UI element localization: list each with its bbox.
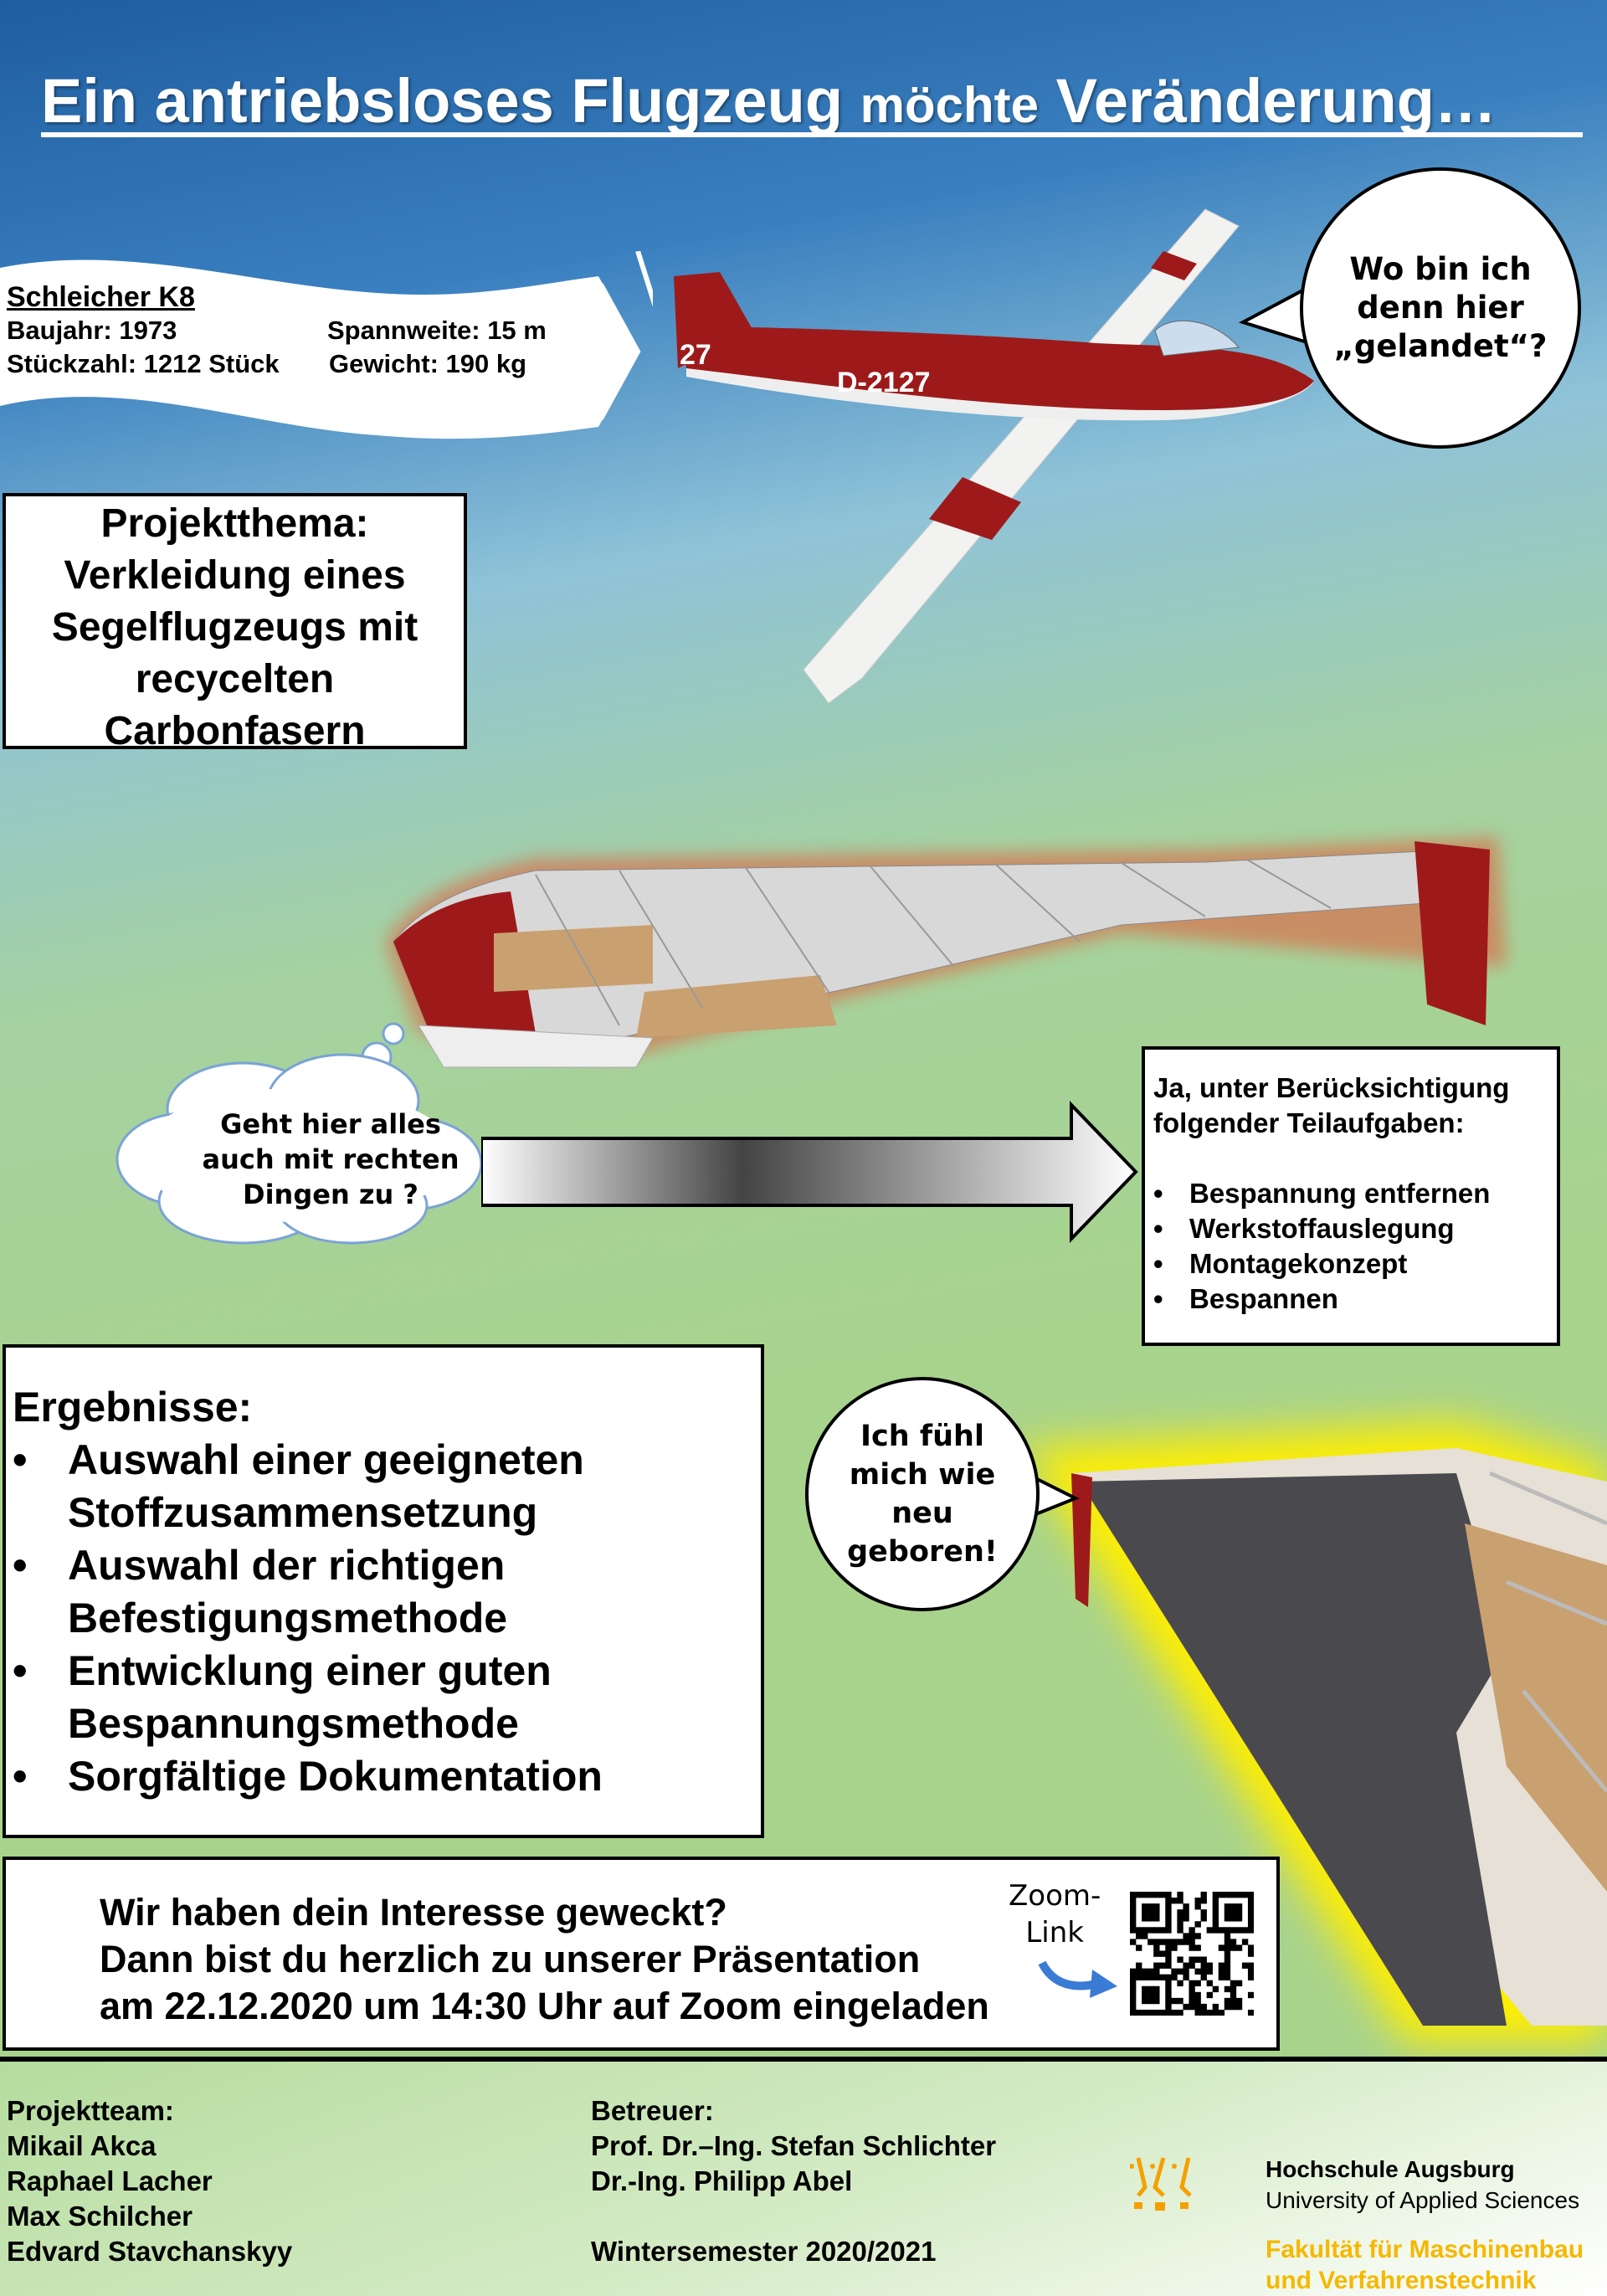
bubble-line: „gelandet“? (1333, 328, 1548, 364)
invitation-box: Wir haben dein Interesse geweckt? Dann b… (3, 1857, 1280, 2051)
supervisor: Dr.-Ing. Philipp Abel (591, 2165, 853, 2196)
covered-fuselage-image (1021, 1423, 1607, 2042)
uni-name: Hochschule Augsburg (1266, 2156, 1515, 2182)
thought-line: auch mit rechten (202, 1143, 460, 1175)
curved-arrow-icon (1038, 1960, 1117, 1998)
results-box: Ergebnisse: Auswahl einer geeigneten Sto… (3, 1344, 764, 1838)
topic-line: Segelflugzeugs mit (51, 605, 418, 650)
topic-line: recycelten (135, 657, 335, 701)
result-item: Auswahl der richtigen Befestigungsmethod… (13, 1539, 754, 1645)
qr-code[interactable] (1130, 1892, 1254, 2016)
bubble-line: denn hier (1357, 290, 1524, 326)
invite-line: am 22.12.2020 um 14:30 Uhr auf Zoom eing… (100, 1985, 989, 2027)
result-item: Auswahl einer geeigneten Stoffzusammense… (13, 1434, 754, 1539)
thought-line: Geht hier alles (220, 1108, 441, 1140)
bubble-line: neu (891, 1497, 953, 1530)
faculty: Fakultät für Maschinenbau und Verfahrens… (1266, 2234, 1584, 2296)
project-topic-box: Projektthema: Verkleidung eines Segelflu… (3, 493, 467, 753)
zoom-link-label[interactable]: Zoom-Link (1009, 1877, 1101, 1951)
thought-line: Dingen zu ? (243, 1179, 418, 1210)
glider-registration: D-2127 (837, 367, 931, 398)
invite-line: Dann bist du herzlich zu unserer Präsent… (100, 1938, 921, 1980)
university-name: Hochschule Augsburg University of Applie… (1266, 2154, 1579, 2216)
bubble-line: geboren! (847, 1535, 998, 1569)
team-member: Edvard Stavchanskyy (7, 2236, 293, 2267)
team-member: Max Schilcher (7, 2201, 193, 2232)
footer: Projektteam: Mikail Akca Raphael Lacher … (0, 2057, 1607, 2296)
fuselage-frame-image (385, 837, 1507, 1068)
bubble-line: Wo bin ich (1349, 251, 1532, 287)
glider-image: 27 D-2127 (674, 208, 1314, 704)
result-item: Sorgfältige Dokumentation (13, 1750, 754, 1803)
thought-cloud (116, 1022, 483, 1245)
hsa-logo-icon (1130, 2157, 1192, 2211)
team-heading: Projektteam: (7, 2095, 174, 2126)
supervisor-heading: Betreuer: (591, 2095, 714, 2126)
arrow-right (481, 1101, 1138, 1243)
invite-line: Wir haben dein Interesse geweckt? (100, 1891, 727, 1934)
title-small: möchte (860, 77, 1039, 133)
faculty-line: Fakultät für Maschinenbau (1266, 2236, 1584, 2263)
spec-spannweite: Spannweite: 15 m (327, 316, 547, 345)
topic-heading: Projektthema: (100, 501, 369, 546)
speech-bubble-reborn: Ich fühl mich wie neu geboren! (805, 1377, 1040, 1611)
bubble-line: Ich fühl (860, 1420, 984, 1453)
faculty-line: und Verfahrenstechnik (1266, 2267, 1537, 2294)
title-underline (41, 132, 1583, 137)
subtasks-box: Ja, unter Berücksichtigung folgender Tei… (1142, 1046, 1560, 1346)
zoom-label-line: Link (1025, 1916, 1084, 1949)
team-member: Mikail Akca (7, 2130, 157, 2161)
uni-subtitle: University of Applied Sciences (1266, 2187, 1580, 2213)
bubble-line: mich wie (849, 1458, 996, 1492)
banner-shape (0, 251, 653, 439)
glider-specs: Schleicher K8 Baujahr: 1973 Spannweite: 1… (7, 280, 547, 381)
result-item: Entwicklung einer guten Bespannungsmetho… (13, 1645, 754, 1750)
bubble2-tail (1033, 1476, 1080, 1517)
topic-line: Carbonfasern (104, 709, 366, 753)
poster-title: Ein antriebsloses Flugzeug möchte Veränd… (41, 65, 1585, 136)
semester: Wintersemester 2020/2021 (591, 2236, 937, 2267)
glider-number: 27 (680, 339, 711, 371)
subtasks-intro: folgender Teilaufgaben: (1153, 1107, 1465, 1138)
title-end: Veränderung… (1055, 66, 1497, 136)
results-heading: Ergebnisse: (13, 1384, 253, 1431)
team-member: Raphael Lacher (7, 2165, 213, 2196)
subtask-item: Werkstoffauslegung (1153, 1211, 1548, 1246)
glider-model: Schleicher K8 (7, 281, 195, 313)
spec-stueckzahl: Stückzahl: 1212 Stück (7, 349, 280, 378)
zoom-label-line: Zoom- (1009, 1879, 1101, 1913)
title-main: Ein antriebsloses Flugzeug (41, 66, 844, 136)
subtask-item: Bespannung entfernen (1153, 1176, 1548, 1211)
supervisor: Prof. Dr.–Ing. Stefan Schlichter (591, 2130, 997, 2161)
subtask-item: Montagekonzept (1153, 1246, 1548, 1282)
topic-line: Verkleidung eines (64, 553, 406, 598)
spec-baujahr: Baujahr: 1973 (7, 316, 177, 345)
spec-gewicht: Gewicht: 190 kg (329, 349, 527, 378)
subtasks-intro: Ja, unter Berücksichtigung (1153, 1072, 1510, 1103)
bubble1-tail (1239, 287, 1311, 345)
subtask-item: Bespannen (1153, 1282, 1548, 1317)
